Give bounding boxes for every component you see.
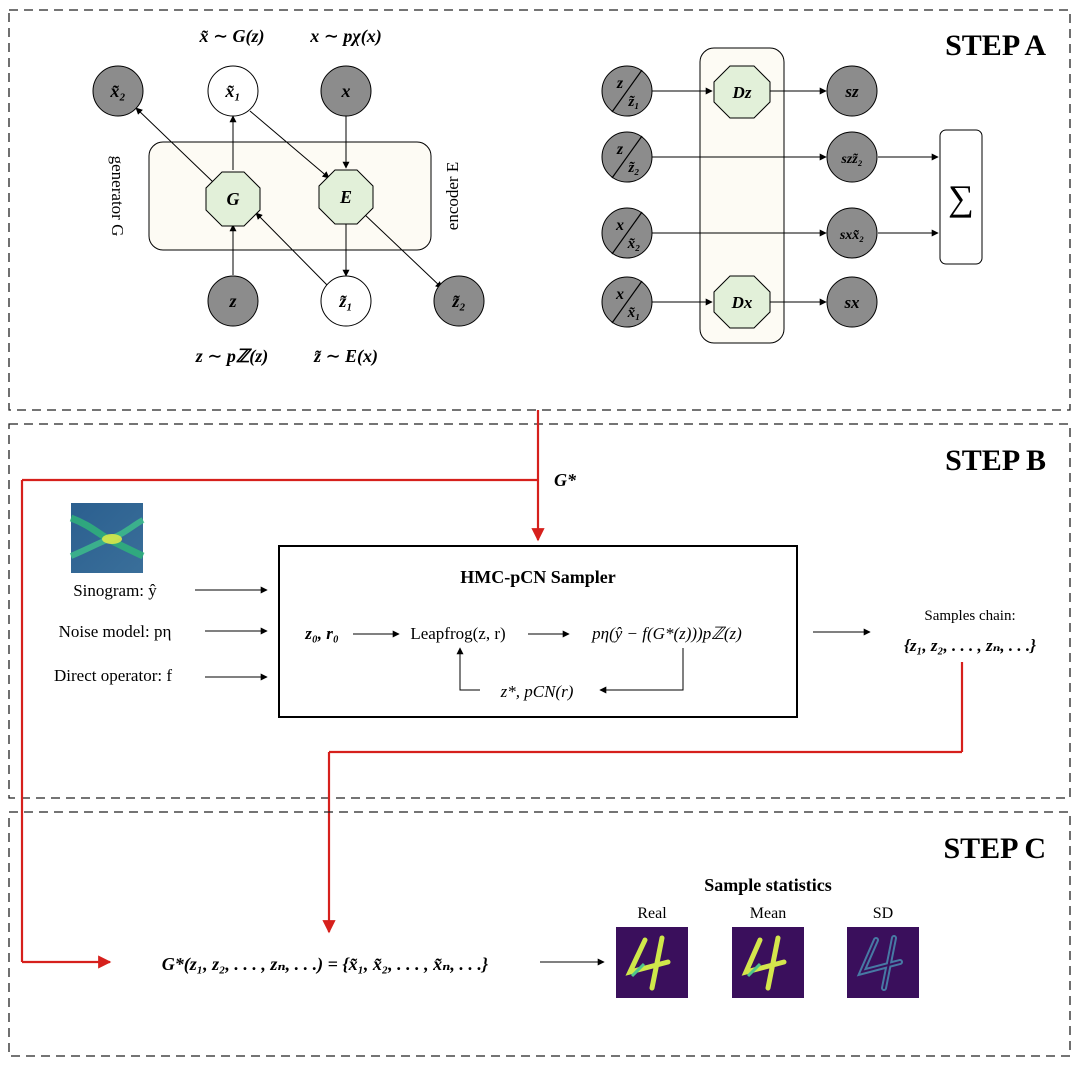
sampler-posterior: pη(ŷ − f(G*(z)))pℤ(z) (591, 624, 742, 643)
score-szz: szz̃₂ (826, 131, 878, 183)
node-x-tilde-2: x̃₂ (92, 65, 144, 117)
node-x: x (320, 65, 372, 117)
encoder-label: encoder E (443, 162, 462, 230)
node-encoder: E (318, 169, 374, 225)
step-b-frame (8, 423, 1071, 799)
step-b-title: STEP B (945, 444, 1046, 477)
svg-text:z̃₂: z̃₂ (627, 160, 639, 176)
sinogram-label: Sinogram: ŷ (73, 581, 157, 600)
data-sample-eq: x ∼ pχ(x) (309, 26, 381, 47)
gen-enc-panel (148, 141, 432, 251)
svg-text:z: z (616, 141, 624, 158)
svg-text:x̃₁: x̃₁ (224, 81, 240, 101)
svg-text:z̃₁: z̃₁ (338, 291, 352, 311)
score-sz: sz (826, 65, 878, 117)
svg-text:Dz: Dz (732, 83, 752, 102)
gen-sample-eq: x̃ ∼ G(z) (198, 26, 264, 47)
step-c-frame (8, 811, 1071, 1057)
step-a-title: STEP A (945, 29, 1046, 62)
disc-input-x-x-tilde-2: x x̃₂ (601, 207, 653, 259)
svg-text:∑: ∑ (948, 178, 974, 218)
svg-text:Dx: Dx (731, 293, 753, 312)
svg-text:szz̃₂: szz̃₂ (840, 152, 862, 167)
mean-label: Mean (750, 905, 786, 922)
svg-text:z̃₂: z̃₂ (451, 291, 465, 311)
node-discriminator-z: Dz (713, 65, 771, 119)
svg-text:z̃₁: z̃₁ (627, 94, 639, 110)
node-generator: G (205, 171, 261, 227)
svg-text:sz: sz (844, 82, 859, 101)
svg-text:z: z (228, 291, 236, 311)
sd-image (847, 927, 919, 998)
step-a-frame (8, 9, 1071, 411)
disc-input-z-z-tilde-2: z z̃₂ (601, 131, 653, 183)
svg-text:x̃₂: x̃₂ (627, 236, 641, 252)
enc-sample-eq: z̃ ∼ E(x) (313, 346, 378, 367)
sampler-title: HMC-pCN Sampler (460, 567, 616, 587)
score-sxx: sxx̃₂ (826, 207, 878, 259)
node-z-tilde-1: z̃₁ (320, 275, 372, 327)
samples-chain-title: Samples chain: (924, 608, 1015, 624)
svg-text:z: z (616, 75, 624, 92)
generator-mapping: G*(z₁, z₂, . . . , zₙ, . . .) = {x̃₁, x̃… (162, 954, 489, 975)
stats-title: Sample statistics (704, 875, 832, 895)
disc-input-x-x-tilde-1: x x̃₁ (601, 276, 653, 328)
real-image (616, 927, 688, 998)
svg-text:G: G (227, 189, 240, 209)
noise-model-label: Noise model: pη (59, 622, 172, 641)
direct-operator-label: Direct operator: f (54, 666, 172, 685)
svg-text:E: E (339, 187, 352, 207)
sd-label: SD (873, 905, 893, 922)
svg-text:x̃₁: x̃₁ (627, 305, 641, 321)
disc-panel (699, 47, 785, 344)
samples-chain-set: {z₁, z₂, . . . , zₙ, . . .} (904, 636, 1036, 655)
disc-input-z-z-tilde-1: z z̃₁ (601, 65, 653, 117)
sinogram-image (69, 503, 145, 573)
node-discriminator-x: Dx (713, 275, 771, 329)
hmc-pcn-sampler-box (278, 545, 798, 718)
node-z: z (207, 275, 259, 327)
sampler-init: z₀, r₀ (304, 624, 339, 643)
score-sx: sx (826, 276, 878, 328)
generator-label: generator G (108, 156, 127, 237)
sum-box: ∑ (939, 129, 983, 265)
prior-eq: z ∼ pℤ(z) (195, 346, 268, 367)
mean-image (732, 927, 804, 998)
svg-text:sx: sx (843, 293, 860, 312)
sampler-leapfrog: Leapfrog(z, r) (410, 624, 505, 643)
g-star-label: G* (554, 470, 577, 490)
real-label: Real (637, 905, 667, 922)
svg-text:x: x (341, 81, 351, 101)
svg-text:x̃₂: x̃₂ (109, 81, 125, 101)
node-z-tilde-2: z̃₂ (433, 275, 485, 327)
svg-text:x: x (615, 286, 624, 303)
node-x-tilde-1: x̃₁ (207, 65, 259, 117)
step-c-title: STEP C (943, 832, 1046, 865)
sampler-update: z*, pCN(r) (500, 682, 574, 701)
svg-text:sxx̃₂: sxx̃₂ (839, 228, 864, 243)
svg-text:x: x (615, 217, 624, 234)
